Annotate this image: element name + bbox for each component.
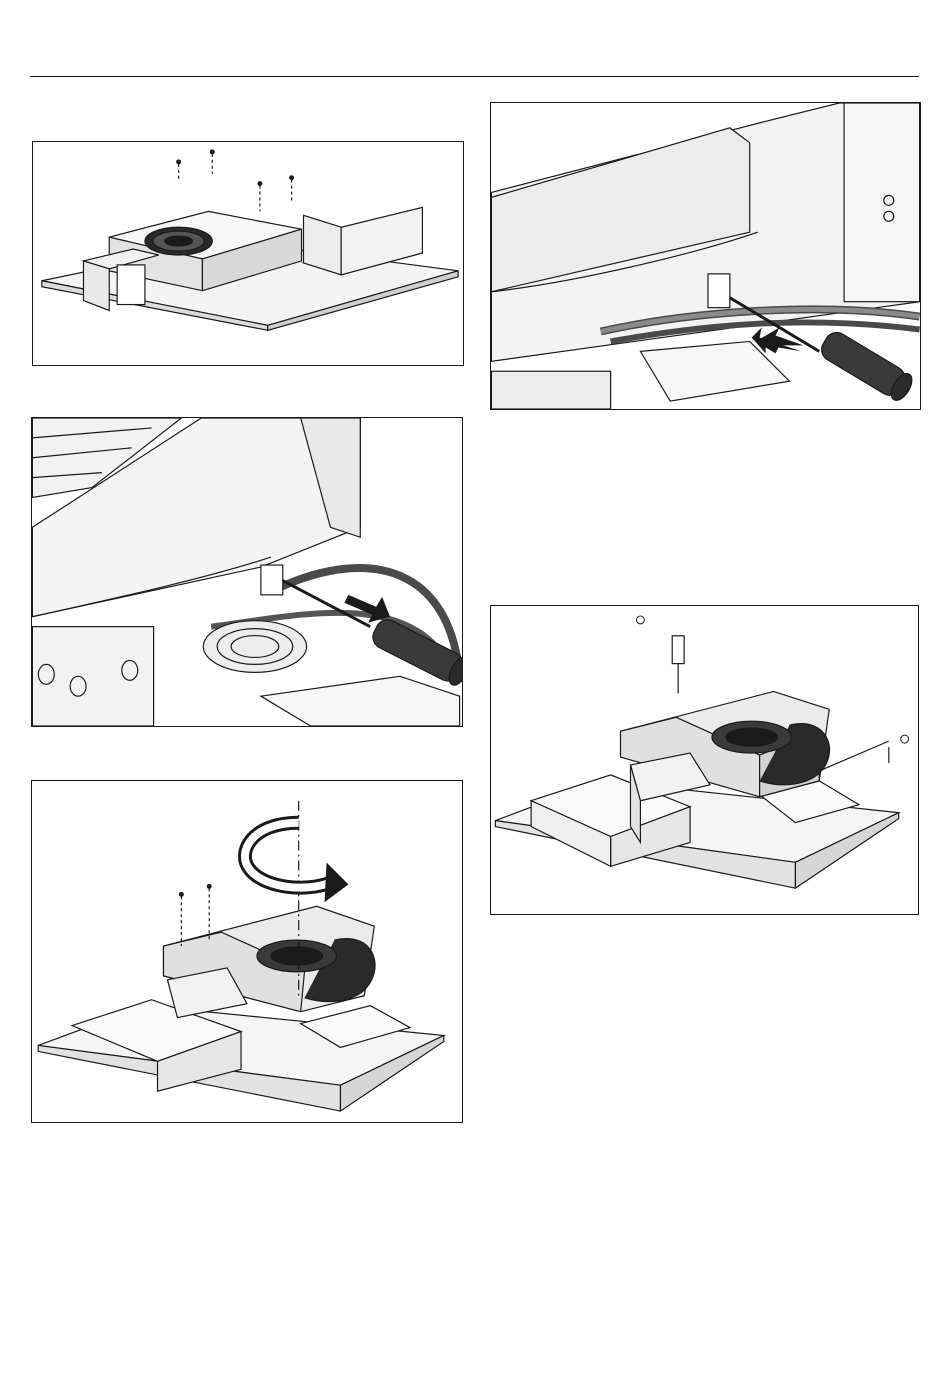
illustration-rotate-blower-housing: [31, 780, 463, 1123]
illustration-screwdriver-pull: [31, 417, 463, 727]
illustration-blower-housing-screw: [490, 605, 919, 915]
illustration-blower-box-screws-drawing: [33, 142, 463, 365]
illustration-rotate-blower-housing-drawing: [32, 781, 462, 1122]
illustration-blower-housing-screw-drawing: [491, 606, 918, 914]
illustration-screwdriver-push: [490, 102, 921, 410]
illustration-blower-box-screws: [32, 141, 464, 366]
header-rule: [30, 76, 919, 77]
illustration-screwdriver-pull-drawing: [32, 418, 462, 726]
illustration-screwdriver-push-drawing: [491, 103, 920, 409]
